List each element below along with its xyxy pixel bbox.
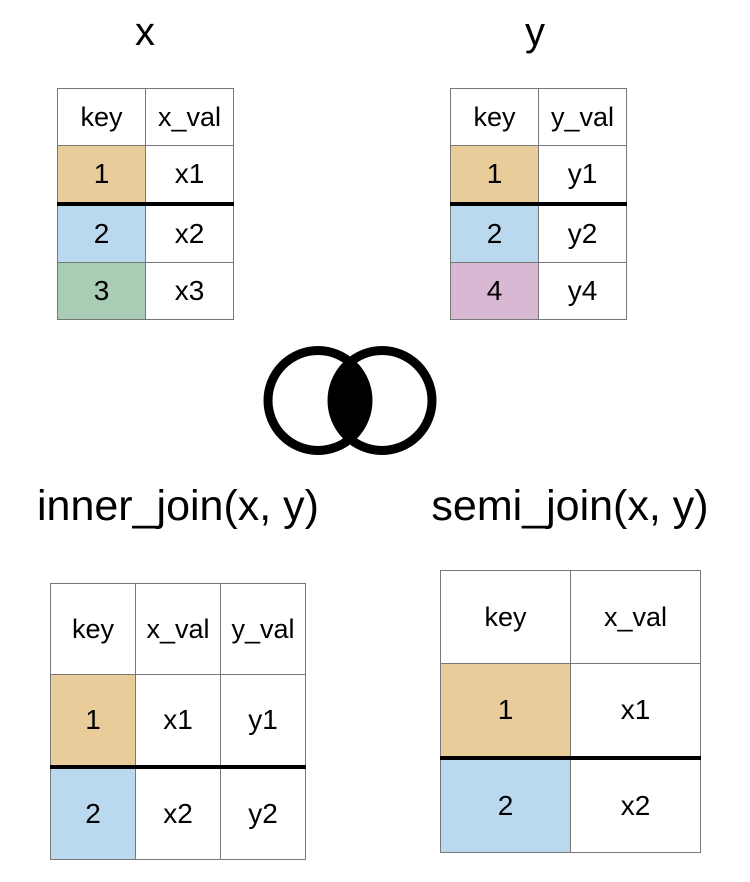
column-header-x-val: x_val <box>135 583 221 675</box>
cell-x-val: x1 <box>135 674 221 769</box>
cell-x-val: x3 <box>145 262 234 320</box>
table-y: key y_val 1 y1 2 y2 4 y4 <box>450 88 627 320</box>
table-x: key x_val 1 x1 2 x2 3 x3 <box>57 88 234 320</box>
table-semi-join: key x_val 1 x1 2 x2 <box>440 570 701 853</box>
column-header-x-val: x_val <box>145 88 234 146</box>
cell-key: 1 <box>57 145 146 206</box>
table-row: 2 y2 <box>450 203 627 263</box>
table-title-semi-join: semi_join(x, y) <box>431 482 709 530</box>
cell-x-val: x1 <box>570 663 701 760</box>
table-row: 1 x1 <box>57 145 234 206</box>
column-header-x-val: x_val <box>570 570 701 664</box>
table-header-row: key y_val <box>450 88 627 146</box>
cell-key: 3 <box>57 262 146 320</box>
venn-intersection-icon <box>263 346 437 455</box>
cell-key: 2 <box>440 757 571 853</box>
cell-key: 1 <box>50 674 136 769</box>
table-row: 2 x2 y2 <box>50 766 306 860</box>
column-header-key: key <box>450 88 539 146</box>
table-header-row: key x_val y_val <box>50 583 306 675</box>
table-row: 2 x2 <box>440 757 701 853</box>
column-header-key: key <box>440 570 571 664</box>
table-header-row: key x_val <box>440 570 701 664</box>
cell-x-val: x2 <box>570 757 701 853</box>
table-row: 1 x1 y1 <box>50 674 306 769</box>
cell-x-val: x2 <box>145 203 234 263</box>
table-title-y: y <box>525 10 545 54</box>
column-header-key: key <box>50 583 136 675</box>
cell-key: 1 <box>440 663 571 760</box>
table-row: 1 y1 <box>450 145 627 206</box>
table-title-inner-join: inner_join(x, y) <box>37 482 319 530</box>
column-header-y-val: y_val <box>538 88 627 146</box>
table-row: 1 x1 <box>440 663 701 760</box>
cell-x-val: x2 <box>135 766 221 860</box>
cell-key: 4 <box>450 262 539 320</box>
cell-y-val: y4 <box>538 262 627 320</box>
cell-y-val: y1 <box>538 145 627 206</box>
column-header-y-val: y_val <box>220 583 306 675</box>
cell-key: 1 <box>450 145 539 206</box>
cell-key: 2 <box>450 203 539 263</box>
table-title-x: x <box>135 10 155 54</box>
cell-y-val: y2 <box>538 203 627 263</box>
column-header-key: key <box>57 88 146 146</box>
cell-y-val: y2 <box>220 766 306 860</box>
cell-x-val: x1 <box>145 145 234 206</box>
table-inner-join: key x_val y_val 1 x1 y1 2 x2 y2 <box>50 583 306 860</box>
table-header-row: key x_val <box>57 88 234 146</box>
cell-key: 2 <box>50 766 136 860</box>
cell-key: 2 <box>57 203 146 263</box>
table-row: 2 x2 <box>57 203 234 263</box>
cell-y-val: y1 <box>220 674 306 769</box>
table-row: 3 x3 <box>57 262 234 320</box>
table-row: 4 y4 <box>450 262 627 320</box>
